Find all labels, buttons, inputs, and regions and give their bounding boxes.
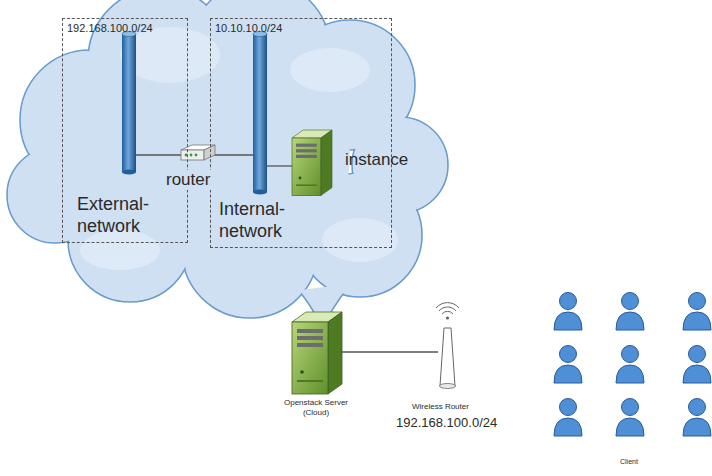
router-label: router [164,170,212,190]
subnet-label: 192.168.100.0/24 [67,22,185,35]
network-name: External-network [77,194,169,237]
server-label: Openstack Server (Cloud) [276,398,356,417]
subnet-label: 192.168.100.0/24 [396,415,497,431]
group-label: Client [620,458,638,466]
network-region: 10.10.10.0/24Internal-network [210,18,392,248]
network-name: Internal-network [219,199,311,242]
network-region: 192.168.100.0/24External-network [62,18,188,243]
subnet-label: 10.10.10.0/24 [215,22,385,35]
device-label: Wireless Router [412,402,469,412]
instance-label: instance [345,150,408,170]
